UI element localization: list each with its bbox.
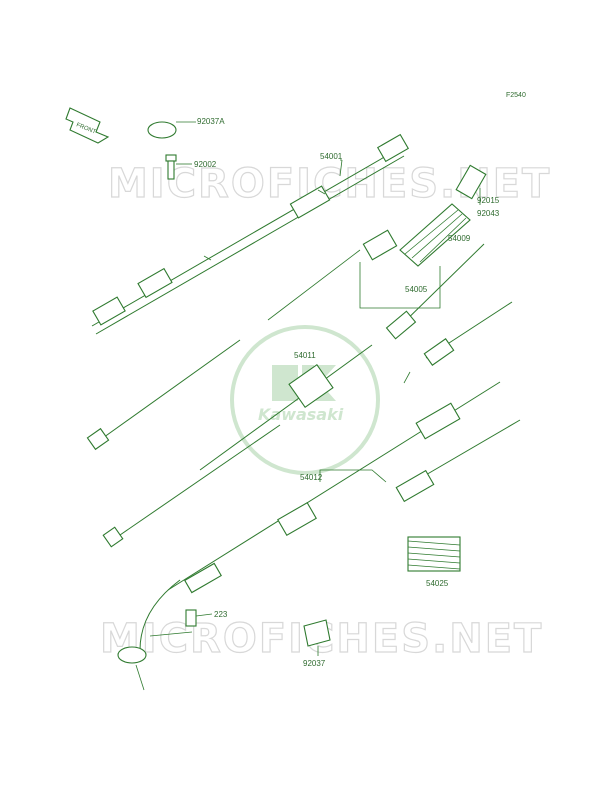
part-54001-cable	[91, 133, 410, 335]
label-54012: 54012	[300, 473, 323, 482]
label-54009: 54009	[448, 234, 471, 243]
brand-logo-text: Kawasaki	[258, 405, 344, 424]
front-arrow-icon: FRONT	[65, 107, 110, 144]
part-223-screw	[149, 609, 213, 637]
part-92037a-ring	[147, 121, 196, 139]
part-right-cables	[385, 243, 513, 384]
label-92015: 92015	[477, 196, 500, 205]
part-54009-boot	[267, 164, 487, 321]
part-54011-cable	[86, 339, 373, 548]
label-54001: 54001	[320, 152, 343, 161]
label-92037: 92037	[303, 659, 326, 668]
label-92037a: 92037A	[197, 117, 225, 126]
label-92043: 92043	[477, 209, 500, 218]
part-92002-bolt	[165, 154, 192, 180]
part-54025-spring	[407, 536, 461, 572]
label-223: 223	[214, 610, 228, 619]
drawing-code: F2540	[506, 92, 526, 99]
part-54012-cable	[117, 381, 521, 691]
label-54025: 54025	[426, 579, 449, 588]
label-54011: 54011	[294, 351, 316, 360]
label-54005: 54005	[405, 285, 428, 294]
part-92037-clip	[303, 619, 331, 656]
label-92002: 92002	[194, 160, 217, 169]
bracket-54005	[359, 262, 441, 309]
